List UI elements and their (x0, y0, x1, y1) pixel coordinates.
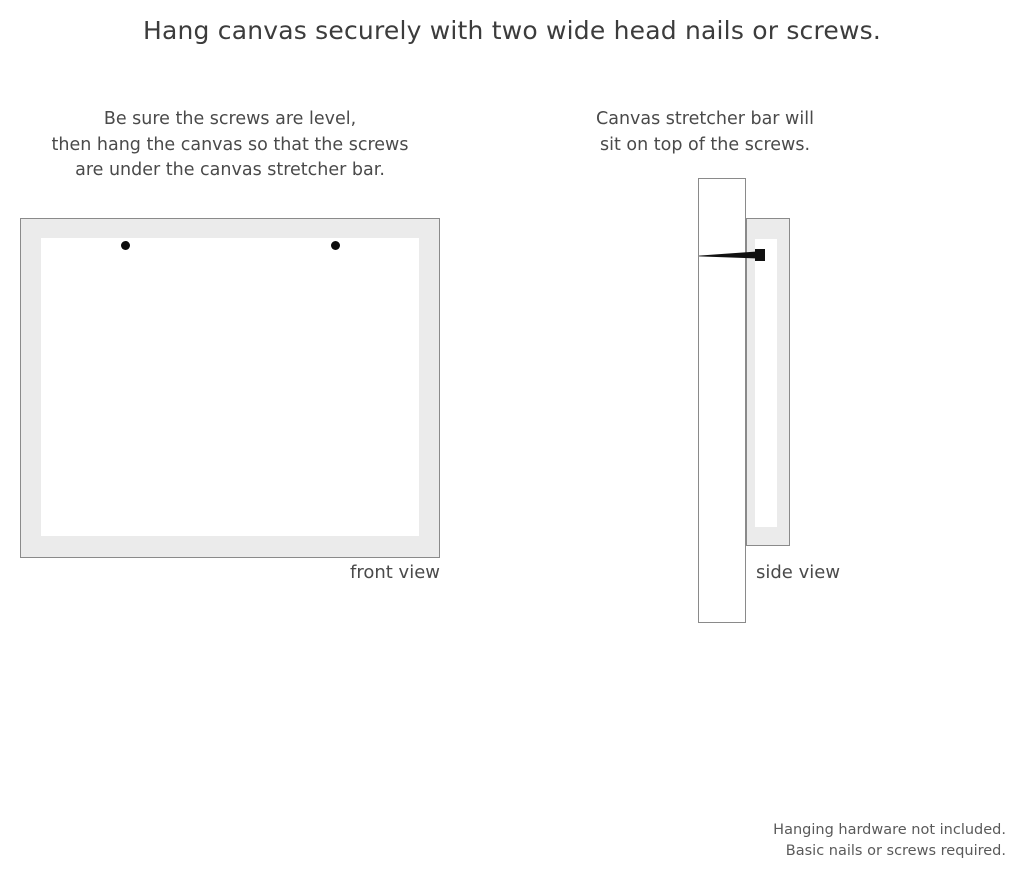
front-view-caption: Be sure the screws are level, then hang … (20, 107, 440, 184)
disclaimer-line-1: Hanging hardware not included. (773, 822, 1006, 838)
canvas-face-profile (755, 239, 777, 527)
page-title: Hang canvas securely with two wide head … (142, 16, 882, 45)
disclaimer-note: Hanging hardware not included. Basic nai… (773, 820, 1006, 862)
side-view-caption-line-1: Canvas stretcher bar will (596, 109, 814, 129)
front-view-diagram (20, 218, 440, 558)
disclaimer-line-2: Basic nails or screws required. (785, 843, 1006, 859)
front-view-caption-line-3: are under the canvas stretcher bar. (75, 160, 385, 180)
front-view-caption-line-2: then hang the canvas so that the screws (51, 134, 409, 155)
front-view-label: front view (350, 562, 440, 583)
side-view-caption-line-2: sit on top of the screws. (599, 134, 811, 155)
side-view-caption: Canvas stretcher bar will sit on top of … (585, 107, 825, 158)
front-view-caption-line-1: Be sure the screws are level, (103, 109, 357, 129)
left-screw-icon (121, 241, 130, 250)
right-screw-icon (331, 241, 340, 250)
side-view-label: side view (756, 562, 841, 583)
stretcher-bar-profile (746, 218, 790, 546)
canvas-face (41, 238, 419, 536)
wall-slab (698, 178, 746, 623)
side-view-diagram (690, 170, 810, 640)
nail-icon (699, 246, 771, 264)
